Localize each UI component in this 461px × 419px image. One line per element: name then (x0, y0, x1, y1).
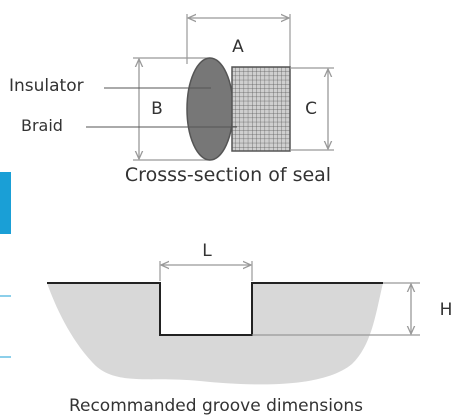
label-insulator: Insulator (9, 76, 84, 96)
braid-grid (231, 66, 291, 152)
label-l: L (202, 241, 212, 261)
seal-caption: Crosss-section of seal (125, 164, 331, 186)
label-braid: Braid (21, 116, 63, 135)
label-h: H (440, 300, 453, 320)
label-b: B (151, 99, 163, 119)
groove-outline (47, 282, 383, 336)
side-accent-tab (0, 172, 11, 234)
insulator-ellipse (186, 57, 234, 161)
seal-cross-section: A B C Insulator Braid Crosss-section of … (9, 14, 334, 186)
groove-caption: Recommanded groove dimensions (69, 396, 363, 416)
groove-section: L H Recommanded groove dimensions (47, 241, 452, 416)
label-a: A (232, 37, 244, 57)
groove-ground-mass (47, 283, 383, 385)
label-c: C (305, 99, 317, 119)
